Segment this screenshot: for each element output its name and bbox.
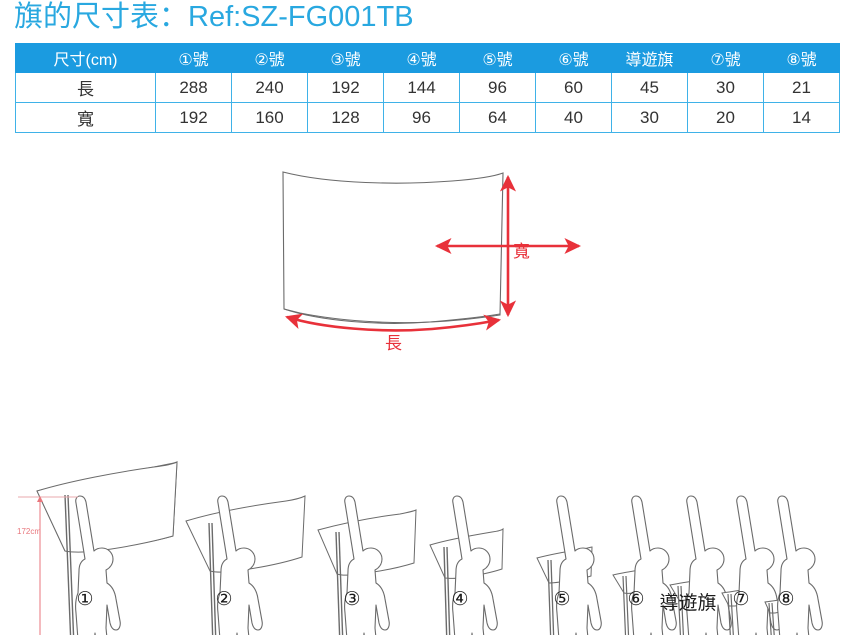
person-silhouette-3 xyxy=(344,495,390,635)
length-dimension-label: 長 xyxy=(385,334,402,354)
cell-length-5: 96 xyxy=(459,72,536,103)
figure-group-8 xyxy=(764,495,823,635)
table-row: 長 288 240 192 144 96 60 45 30 21 xyxy=(15,72,840,103)
table-header-8: ⑧號 xyxy=(763,43,840,73)
table-header-3: ③號 xyxy=(307,43,384,73)
table-header-6: ⑥號 xyxy=(535,43,612,73)
figure-label-6: ⑥ xyxy=(627,588,645,610)
figure-label-7: ⑦ xyxy=(732,588,750,610)
figure-label-8: ⑧ xyxy=(777,588,795,610)
page-title: 旗的尺寸表：Ref:SZ-FG001TB xyxy=(14,1,414,33)
person-silhouette-2 xyxy=(217,495,263,635)
figure-group-2 xyxy=(185,495,306,635)
cell-width-3: 128 xyxy=(307,102,384,133)
table-header-1: ①號 xyxy=(155,43,232,73)
cell-length-3: 192 xyxy=(307,72,384,103)
width-dimension-arrow xyxy=(434,174,582,318)
table-header-2: ②號 xyxy=(231,43,308,73)
figure-group-4 xyxy=(429,495,504,635)
detail-flag-shape xyxy=(282,171,504,324)
person-silhouette-1 xyxy=(75,495,121,635)
width-dimension-label: 寬 xyxy=(513,242,530,262)
cell-length-2: 240 xyxy=(231,72,308,103)
row-label-width: 寬 xyxy=(15,102,156,133)
person-silhouette-5 xyxy=(556,495,602,635)
figure-label-1: ① xyxy=(76,588,94,610)
cell-length-8: 21 xyxy=(763,72,840,103)
figure-label-2: ② xyxy=(215,588,233,610)
cell-length-7: 30 xyxy=(687,72,764,103)
illustration-canvas xyxy=(18,171,823,635)
flag-illustration: 寬 長 172cm ① ② ③ ④ ⑤ ⑥ 導遊旗 ⑦ ⑧ xyxy=(0,145,850,635)
figure-label-guide-flag: 導遊旗 xyxy=(659,592,717,614)
person-silhouette-4 xyxy=(452,495,498,635)
person-silhouette-7 xyxy=(736,495,782,635)
table-header-size-unit: 尺寸(cm) xyxy=(15,43,156,73)
figure-label-4: ④ xyxy=(451,588,469,610)
cell-width-7: 20 xyxy=(687,102,764,133)
height-reference-label: 172cm xyxy=(17,527,42,536)
length-dimension-arrow xyxy=(285,313,502,332)
table-header-5: ⑤號 xyxy=(459,43,536,73)
figure-group-5 xyxy=(536,495,602,635)
figure-label-5: ⑤ xyxy=(553,588,571,610)
table-header-guide-flag: 導遊旗 xyxy=(611,43,688,73)
row-label-length: 長 xyxy=(15,72,156,103)
person-silhouette-8 xyxy=(777,495,823,635)
table-header-4: ④號 xyxy=(383,43,460,73)
cell-length-4: 144 xyxy=(383,72,460,103)
cell-length-6: 60 xyxy=(535,72,612,103)
cell-length-1: 288 xyxy=(155,72,232,103)
figure-group-7 xyxy=(721,495,782,635)
cell-width-4: 96 xyxy=(383,102,460,133)
cell-width-1: 192 xyxy=(155,102,232,133)
figure-group-6 xyxy=(612,495,677,635)
table-header-7: ⑦號 xyxy=(687,43,764,73)
cell-width-guide: 30 xyxy=(611,102,688,133)
cell-width-6: 40 xyxy=(535,102,612,133)
cell-width-5: 64 xyxy=(459,102,536,133)
height-dimension-marker xyxy=(18,496,78,635)
figure-label-3: ③ xyxy=(343,588,361,610)
flag-size-table: 尺寸(cm) ①號 ②號 ③號 ④號 ⑤號 ⑥號 導遊旗 ⑦號 ⑧號 長 288… xyxy=(15,43,840,133)
table-row: 寬 192 160 128 96 64 40 30 20 14 xyxy=(15,102,840,133)
cell-width-8: 14 xyxy=(763,102,840,133)
figure-group-3 xyxy=(317,495,417,635)
figure-group-1 xyxy=(36,461,178,635)
cell-width-2: 160 xyxy=(231,102,308,133)
person-silhouette-6 xyxy=(631,495,677,635)
cell-length-guide: 45 xyxy=(611,72,688,103)
table-header-row: 尺寸(cm) ①號 ②號 ③號 ④號 ⑤號 ⑥號 導遊旗 ⑦號 ⑧號 xyxy=(15,43,840,73)
